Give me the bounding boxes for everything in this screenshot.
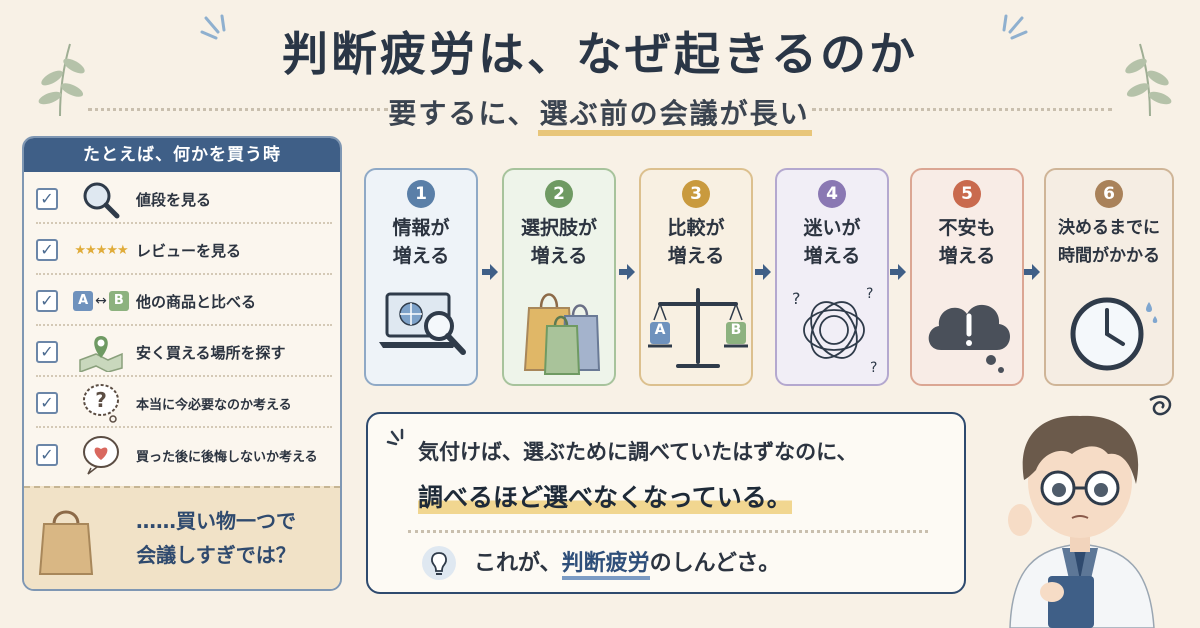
step-line-1: 不安も <box>938 217 996 239</box>
checkbox-checked: ✓ <box>36 188 58 210</box>
step-line-2: 増える <box>803 245 861 267</box>
checkbox-checked: ✓ <box>36 392 58 414</box>
laptop-search-icon <box>379 292 466 355</box>
step-number: 4 <box>818 180 846 208</box>
lightbulb-icon <box>422 546 456 580</box>
step-line-2: 時間がかかる <box>1058 246 1160 266</box>
step-line-1: 迷いが <box>803 217 861 239</box>
conclusion-line-2: 調べるほど選べなくなっている。 <box>418 478 792 514</box>
svg-text:?: ? <box>792 289 801 308</box>
worry-cloud-icon <box>928 304 1011 373</box>
step-line-1: 比較が <box>667 217 725 239</box>
checkbox-checked: ✓ <box>36 239 58 261</box>
step-card-4: 4 迷いが 増える ? ? ? <box>775 168 889 386</box>
svg-text:?: ? <box>870 360 877 376</box>
leaf-left-icon <box>38 43 85 117</box>
conclusion-emphasis: 判断疲労 <box>561 551 650 580</box>
step-card-6: 6 決めるまでに 時間がかかる <box>1044 168 1174 386</box>
subtitle-prefix: 要するに、 <box>388 97 538 130</box>
footer-line-2: 会議しすぎでは？ <box>136 543 296 567</box>
shopping-bags-icon <box>523 293 601 375</box>
sparkle-left-icon <box>200 14 226 40</box>
arrow-right-icon <box>619 264 635 280</box>
step-line-2: 増える <box>392 245 450 267</box>
step-card-5: 5 不安も 増える <box>910 168 1024 386</box>
conclusion-prefix: これが、 <box>474 551 562 576</box>
list-item-label: レビューを見る <box>136 241 242 260</box>
sparkle-icon <box>386 428 404 446</box>
leaf-right-icon <box>1125 43 1172 117</box>
step-card-1: 1 情報が 増える <box>364 168 478 386</box>
shopping-bag-icon <box>38 510 94 575</box>
list-item-label: 値段を見る <box>136 190 212 209</box>
stars-icon: ★★★★★ <box>74 242 128 258</box>
list-item: ✓ 買った後に後悔しないか考える <box>36 431 332 479</box>
step-line-1: 情報が <box>392 217 450 239</box>
step-line-2: 増える <box>530 245 588 267</box>
step-number: 3 <box>682 180 710 208</box>
panel-heading: たとえば、何かを買う時 <box>24 138 340 172</box>
conclusion-line-1: 気付けば、選ぶために調べていたはずなのに、 <box>418 440 858 464</box>
conclusion-box: 気付けば、選ぶために調べていたはずなのに、 調べるほど選べなくなっている。 これ… <box>366 412 966 594</box>
page-title: 判断疲労は、なぜ起きるのか <box>281 27 919 81</box>
magnifier-icon <box>66 177 136 221</box>
clock-icon <box>1070 297 1158 371</box>
conclusion-line-3: これが、判断疲労のしんどさ。 <box>474 545 781 580</box>
doctor-character-illustration <box>1008 395 1172 628</box>
list-item: ✓ A ↔ B 他の商品と比べる <box>36 278 332 326</box>
a-b-compare-icon: A ↔ B <box>66 279 136 323</box>
sparkle-right-icon <box>1002 14 1028 40</box>
step-number: 5 <box>953 180 981 208</box>
question-bubble-icon: ? <box>66 381 136 425</box>
map-pin-icon <box>66 330 136 374</box>
svg-text:?: ? <box>866 286 873 302</box>
tangled-thoughts-icon: ? ? ? <box>792 286 877 376</box>
checkbox-checked: ✓ <box>36 290 58 312</box>
step-card-2: 2 選択肢が 増える <box>502 168 616 386</box>
list-item: ✓ ★★★★★ レビューを見る <box>36 227 332 275</box>
checkbox-checked: ✓ <box>36 444 58 466</box>
step-line-1: 選択肢が <box>520 217 597 239</box>
arrow-right-icon <box>890 264 906 280</box>
conclusion-suffix: のしんどさ。 <box>649 551 781 576</box>
arrow-right-icon <box>755 264 771 280</box>
scale-letter-b: B <box>730 322 742 338</box>
step-number: 2 <box>545 180 573 208</box>
list-item-label: 本当に今必要なのか考える <box>136 397 292 413</box>
double-arrow-icon: ↔ <box>95 293 107 309</box>
heart-bubble-icon <box>66 433 136 477</box>
arrow-right-icon <box>1024 264 1040 280</box>
checkbox-checked: ✓ <box>36 341 58 363</box>
step-line-2: 増える <box>667 245 725 267</box>
list-item-label: 買った後に後悔しないか考える <box>136 449 318 465</box>
list-item: ✓ 値段を見る <box>36 176 332 224</box>
panel-footer: ……買い物一つで 会議しすぎでは？ <box>24 486 340 589</box>
step-number: 6 <box>1095 180 1123 208</box>
conclusion-divider <box>408 530 928 533</box>
divider-right <box>812 108 1112 111</box>
svg-text:?: ? <box>95 388 107 412</box>
step-line-1: 決めるまでに <box>1058 218 1160 238</box>
subtitle: 要するに、選ぶ前の会議が長い <box>0 92 1200 136</box>
balance-scale-icon <box>648 288 748 368</box>
shopping-example-panel: たとえば、何かを買う時 ✓ 値段を見る ✓ ★★★★★ レビューを見る ✓ A … <box>22 136 342 591</box>
footer-line-1: ……買い物一つで <box>136 509 296 533</box>
list-item-label: 他の商品と比べる <box>136 292 257 311</box>
scale-letter-a: A <box>654 322 666 338</box>
subtitle-highlight: 選ぶ前の会議が長い <box>537 97 812 136</box>
step-card-3: 3 比較が 増える A B <box>639 168 753 386</box>
arrow-right-icon <box>482 264 498 280</box>
a-letter-tile: A <box>73 291 94 311</box>
step-line-2: 増える <box>938 245 996 267</box>
list-item: ✓ 安く買える場所を探す <box>36 329 332 377</box>
list-item-label: 安く買える場所を探す <box>136 343 286 362</box>
footer-text: ……買い物一つで 会議しすぎでは？ <box>106 504 326 572</box>
divider-left <box>88 108 388 111</box>
b-letter-tile: B <box>108 291 129 311</box>
step-number: 1 <box>407 180 435 208</box>
list-item: ✓ ? 本当に今必要なのか考える <box>36 380 332 428</box>
